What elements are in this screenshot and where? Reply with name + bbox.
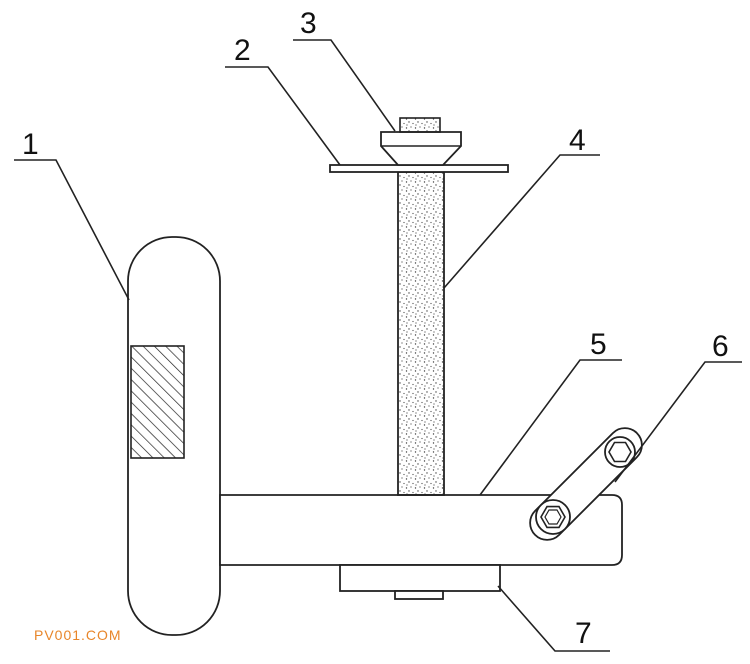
- part-3-cap: [380, 117, 462, 166]
- part-7-bottom-block: [339, 564, 501, 600]
- part-5-arm: [219, 494, 623, 566]
- part-4-column: [397, 171, 445, 496]
- hatched-block: [130, 345, 185, 459]
- label-5: 5: [590, 328, 607, 361]
- leader-6: [614, 361, 742, 483]
- leader-3: [293, 39, 396, 132]
- leader-lines: [14, 39, 742, 652]
- bolt-upper: [604, 436, 636, 468]
- label-6: 6: [712, 330, 729, 363]
- part-labels: 1 2 3 4 5 6 7: [22, 7, 729, 650]
- label-7: 7: [575, 617, 592, 650]
- label-4: 4: [569, 124, 586, 157]
- leader-1: [14, 159, 130, 301]
- label-3: 3: [300, 7, 317, 40]
- part-6-link: [529, 427, 643, 541]
- leader-4: [443, 154, 600, 289]
- part-2-plate: [329, 164, 509, 173]
- watermark: PV001.COM: [34, 627, 122, 643]
- label-1: 1: [22, 128, 39, 161]
- leader-5: [479, 359, 622, 496]
- part-1-body: [127, 236, 221, 636]
- bolt-lower: [535, 499, 571, 535]
- leader-7: [497, 585, 610, 652]
- label-2: 2: [234, 34, 251, 67]
- leader-2: [225, 66, 341, 166]
